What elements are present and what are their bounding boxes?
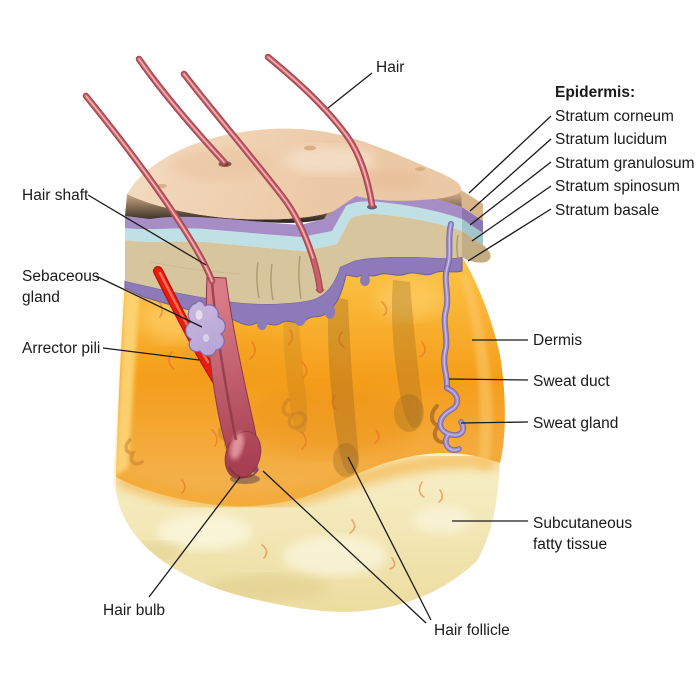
label-stratum-spinosum: Stratum spinosum (555, 178, 680, 195)
hair-4 (264, 53, 376, 209)
labels: Hair Epidermis: Stratum corneum Stratum … (22, 59, 695, 639)
leader-hair (327, 72, 373, 109)
leader-stratum-basale (467, 208, 552, 262)
ghost-follicles (283, 280, 424, 477)
label-subcutaneous-line2: fatty tissue (533, 536, 607, 553)
blood-vessels (157, 299, 444, 570)
label-stratum-basale: Stratum basale (555, 202, 659, 219)
label-hair-bulb: Hair bulb (103, 602, 165, 619)
label-dermis: Dermis (533, 332, 582, 349)
leader-stratum-corneum (468, 115, 552, 194)
label-arrector-pili: Arrector pili (22, 340, 100, 357)
leader-arrector-pili (102, 347, 200, 361)
sweat-apparatus (430, 221, 467, 453)
hair-2 (135, 55, 228, 166)
hair-core-in-follicle (210, 281, 238, 441)
subcutaneous-fatty-tissue (115, 453, 500, 612)
leader-hair-follicle-1 (347, 456, 432, 621)
label-subcutaneous-line1: Subcutaneous (533, 515, 632, 532)
leader-sweat-gland (460, 421, 529, 424)
label-sebaceous-gland-line2: gland (22, 289, 60, 306)
label-hair-follicle: Hair follicle (434, 622, 510, 639)
hair-1 (82, 92, 216, 285)
sebaceous-gland-structure (185, 300, 226, 357)
label-epidermis-header: Epidermis: (555, 84, 635, 101)
leader-hair-bulb (148, 476, 241, 598)
leader-stratum-granulosum (469, 161, 552, 226)
stratum-granulosum-layer (125, 201, 483, 251)
leader-sweat-duct (448, 378, 529, 381)
leader-stratum-spinosum (471, 185, 552, 242)
label-hair: Hair (376, 59, 404, 76)
leader-hair-shaft (87, 194, 207, 266)
label-sweat-gland: Sweat gland (533, 415, 618, 432)
leader-stratum-lucidum (469, 138, 552, 212)
leader-lines (87, 72, 552, 624)
hairs (82, 53, 376, 294)
label-stratum-lucidum: Stratum lucidum (555, 131, 667, 148)
label-stratum-corneum: Stratum corneum (555, 108, 674, 125)
subcutis-shading (127, 506, 472, 601)
label-sebaceous-gland-line1: Sebaceous (22, 268, 100, 285)
label-stratum-granulosum: Stratum granulosum (555, 155, 695, 172)
hair-3 (180, 70, 325, 294)
leader-hair-follicle-2 (262, 470, 427, 624)
label-sweat-duct: Sweat duct (533, 373, 610, 390)
leader-sebaceous-gland (95, 275, 203, 328)
label-hair-shaft: Hair shaft (22, 187, 89, 204)
